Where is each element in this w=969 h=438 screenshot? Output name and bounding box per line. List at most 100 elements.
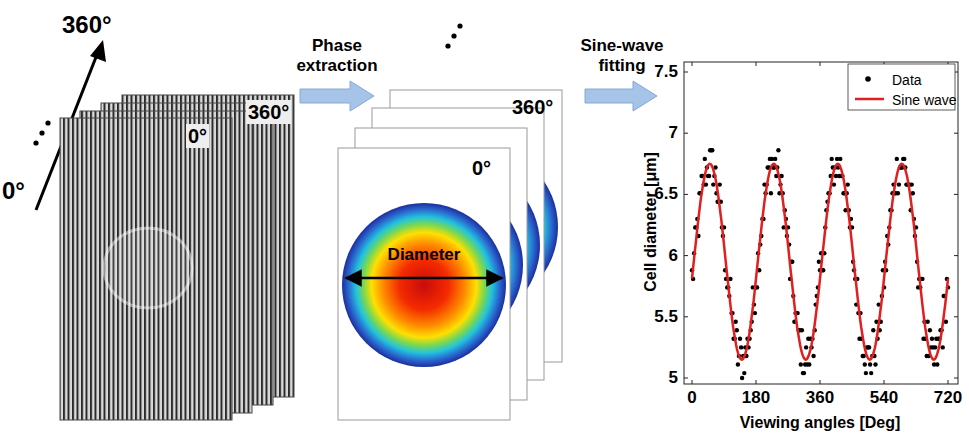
data-point: [895, 157, 899, 161]
data-point: [742, 371, 746, 375]
axis-tick: [954, 316, 958, 317]
data-point: [811, 354, 815, 358]
axis-tick: [820, 380, 821, 384]
hologram-frame: [60, 118, 232, 420]
data-point: [800, 328, 804, 332]
dimension-label-box: Diameter: [388, 245, 461, 265]
data-point: [930, 337, 934, 341]
data-point: [735, 328, 739, 332]
data-point: [863, 362, 867, 366]
axis-title: Cell diameter [μm]: [642, 152, 659, 292]
data-point: [926, 320, 930, 324]
data-point: [736, 362, 740, 366]
data-point: [807, 362, 811, 366]
y-tick-label-box: 5.5: [654, 307, 678, 327]
phase-disk: [342, 203, 506, 367]
y-tick-label: 7.5: [654, 62, 678, 82]
data-point: [897, 182, 901, 186]
x-tick-label: 0: [687, 388, 696, 408]
x-tick-label-box: 360: [806, 388, 834, 408]
frame-label: 0°: [186, 124, 209, 148]
data-point: [711, 182, 715, 186]
step-label-box: Phase extraction: [277, 36, 397, 76]
y-tick-label-box: 5: [669, 368, 678, 388]
data-point: [868, 362, 872, 366]
data-point: [703, 157, 707, 161]
ellipsis-dot: [445, 43, 450, 48]
y-tick-label: 6: [669, 246, 678, 266]
data-point: [910, 182, 914, 186]
block-arrow: [300, 81, 374, 111]
x-tick-label-box: 0: [687, 388, 696, 408]
axis-tick: [684, 133, 688, 134]
data-point: [830, 157, 834, 161]
data-point: [861, 354, 865, 358]
data-point: [802, 371, 806, 375]
x-tick-label: 540: [870, 388, 898, 408]
angle-arrowhead: [90, 40, 106, 62]
diameter-arrow: [346, 277, 502, 280]
dimension-label: Diameter: [388, 245, 461, 265]
ellipsis-dot: [45, 120, 50, 125]
y-tick-label: 7: [669, 123, 678, 143]
data-point: [707, 174, 711, 178]
sine-fit-curve: [692, 164, 948, 360]
y-tick-label-box: 6: [669, 246, 678, 266]
x-tick-label-box: 180: [742, 388, 770, 408]
data-point: [871, 328, 875, 332]
frame-label-box: 360°: [512, 95, 553, 119]
legend-text: Data: [892, 72, 922, 89]
angle-label: 0°: [2, 176, 25, 205]
data-point: [941, 345, 945, 349]
phase-frame: [338, 148, 510, 420]
axis-tick: [756, 62, 757, 66]
data-point: [867, 345, 871, 349]
data-point: [799, 362, 803, 366]
axis-tick: [684, 72, 688, 73]
frame-label-box: 360°: [246, 100, 291, 124]
data-point: [769, 191, 773, 195]
axis-title: Viewing angles [Deg]: [740, 413, 901, 432]
data-point: [869, 371, 873, 375]
axis-tick: [684, 194, 688, 195]
data-point: [734, 320, 738, 324]
axis-tick: [954, 255, 958, 256]
legend-text: Sine wave: [892, 92, 957, 109]
data-point: [738, 337, 742, 341]
data-point: [873, 362, 877, 366]
axis-tick: [820, 62, 821, 66]
axis-tick: [954, 194, 958, 195]
x-tick-label: 360: [806, 388, 834, 408]
data-point: [776, 148, 780, 152]
axis-tick: [954, 133, 958, 134]
data-point: [896, 191, 900, 195]
ellipsis-dot: [39, 130, 44, 135]
axis-tick: [948, 380, 949, 384]
data-point: [902, 157, 906, 161]
axis-tick: [684, 378, 688, 379]
block-arrow: [585, 81, 657, 111]
data-point: [933, 345, 937, 349]
axis-tick: [684, 255, 688, 256]
data-point: [935, 362, 939, 366]
data-point: [739, 345, 743, 349]
y-tick-label: 5.5: [654, 307, 678, 327]
legend-dot-sample: [865, 76, 871, 82]
data-point: [838, 157, 842, 161]
frame-label: 360°: [512, 95, 553, 119]
cell-fringe: [104, 228, 192, 308]
frame-label: 360°: [246, 100, 291, 124]
plot-box: [684, 62, 958, 384]
data-point: [740, 376, 744, 380]
step-label: Phase extraction: [277, 36, 397, 76]
legend-text-box: Data: [892, 71, 922, 89]
ellipsis-dot: [457, 23, 462, 28]
axis-tick: [692, 380, 693, 384]
frame-label: 0°: [472, 156, 491, 180]
data-point: [710, 148, 714, 152]
x-tick-label-box: 540: [870, 388, 898, 408]
x-tick-label: 720: [934, 388, 962, 408]
axis-ticks: [684, 62, 958, 384]
y-tick-label: 5: [669, 368, 678, 388]
